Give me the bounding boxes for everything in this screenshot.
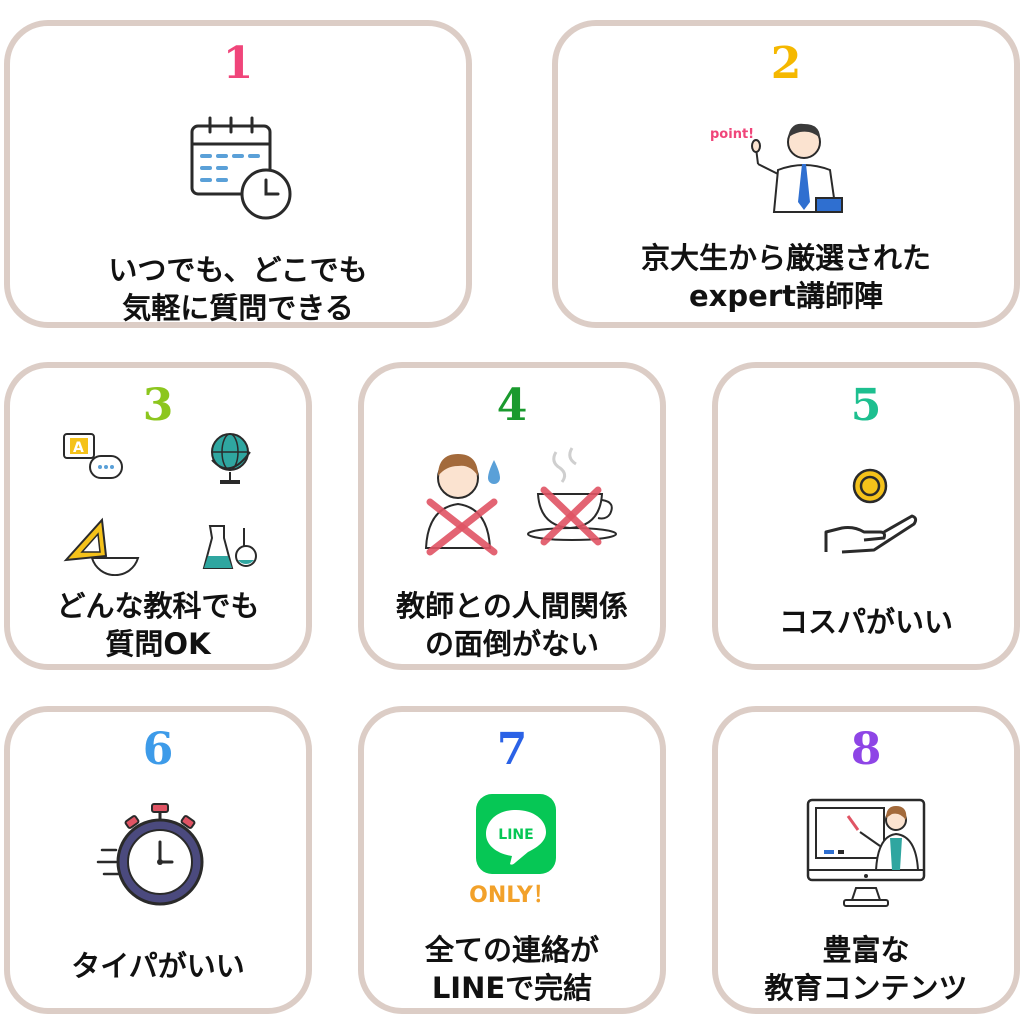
card-caption-line-2: expert講師陣 (689, 279, 883, 313)
card-caption-line-2: 質問OK (105, 627, 211, 661)
globe-icon (206, 430, 256, 490)
language-bubble-icon: A (60, 430, 130, 490)
coin-hand-icon (822, 466, 922, 556)
feature-card-6: 6 タイパがいい (4, 706, 312, 1014)
feature-card-4: 4 教師との人間関係 の面倒がない (358, 362, 666, 670)
card-number: 1 (222, 38, 254, 89)
flask-icon (202, 520, 262, 576)
svg-text:A: A (73, 440, 84, 456)
no-stress-icon (412, 438, 622, 558)
line-app-icon: LINE (476, 794, 556, 874)
teacher-pointing-icon: point! (708, 102, 888, 232)
card-caption-line-2: 教育コンテンツ (764, 971, 968, 1005)
feature-card-7: 7 LINE ONLY！ 全ての連絡が LINEで完結 (358, 706, 666, 1014)
card-number: 5 (850, 380, 882, 431)
card-caption-line-2: の面倒がない (424, 627, 599, 661)
card-number: 6 (142, 724, 174, 775)
card-caption-line-2: 気軽に質問できる (122, 291, 354, 325)
card-caption-line-2: LINEで完結 (431, 971, 593, 1005)
card-caption-line-1: コスパがいい (778, 605, 953, 639)
point-badge: point! (710, 127, 754, 142)
card-caption-line-1: 京大生から厳選された (640, 241, 931, 275)
feature-card-5: 5 コスパがいい (712, 362, 1020, 670)
calendar-clock-icon (186, 114, 296, 224)
card-caption-line-1: 豊富な (822, 933, 910, 967)
card-number: 3 (142, 380, 174, 431)
feature-card-8: 8 豊富な 教育コンテンツ (712, 706, 1020, 1014)
feature-card-3: 3 A (4, 362, 312, 670)
card-number: 4 (496, 380, 528, 431)
card-caption-line-1: タイパがいい (71, 949, 245, 983)
feature-card-1: 1 いつでも、どこでも 気軽に質問できる (4, 20, 472, 328)
feature-card-2: 2 point! 京大生から厳選された expert講師陣 (552, 20, 1020, 328)
online-teacher-icon (804, 796, 928, 914)
card-caption-line-1: どんな教科でも (56, 589, 260, 623)
stopwatch-icon (96, 802, 216, 912)
only-badge: ONLY！ (469, 883, 555, 908)
card-number: 2 (770, 38, 802, 89)
card-caption-line-1: 教師との人間関係 (396, 589, 628, 623)
card-number: 8 (850, 724, 882, 775)
card-caption-line-1: 全ての連絡が (424, 933, 599, 967)
line-logo-text: LINE (498, 827, 533, 843)
ruler-protractor-icon (62, 516, 142, 576)
card-number: 7 (496, 724, 528, 775)
card-caption-line-1: いつでも、どこでも (108, 253, 368, 287)
